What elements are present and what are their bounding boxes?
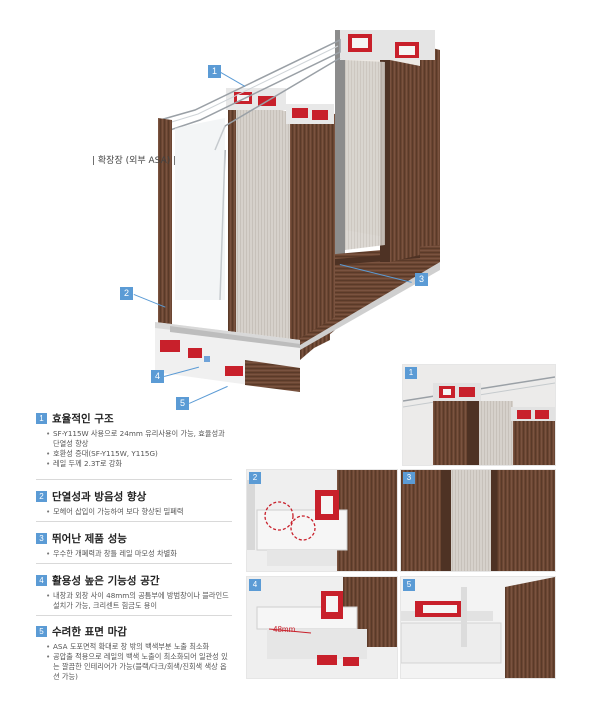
feature-bullet: 공압출 적용으로 레일의 백색 노출이 최소화되어 일관성 있는 깔끔한 인테리… <box>46 652 232 682</box>
callout-2: 2 <box>120 287 133 300</box>
feature-title: 수려한 표면 마감 <box>52 626 127 638</box>
detail-5-illustration <box>401 577 555 678</box>
detail-3-illustration <box>401 470 555 571</box>
feature-title: 뛰어난 제품 성능 <box>52 533 127 545</box>
detail-number: 2 <box>249 472 261 484</box>
feature-bullet: 모헤어 삽입이 가능하여 보다 향상된 밀폐력 <box>46 507 232 517</box>
feature-4: 4 활용성 높은 기능성 공간 내창과 외창 사이 48mm의 공틈부에 방범창… <box>36 573 232 611</box>
detail-panel-5: 5 <box>400 576 556 679</box>
feature-bullet: 내창과 외창 사이 48mm의 공틈부에 방범창이나 블라인드 설치가 가능, … <box>46 591 232 611</box>
detail-panel-4: 4 48mm <box>246 576 398 679</box>
feature-bullet: 호환성 증대(SF-Y115W, Y115G) <box>46 449 232 459</box>
feature-bullet: 레일 두께 2.3T로 강화 <box>46 459 232 469</box>
feature-number: 2 <box>36 491 47 502</box>
callout-1: 1 <box>208 65 221 78</box>
feature-title: 단열성과 방음성 향상 <box>52 491 147 503</box>
feature-number: 1 <box>36 413 47 424</box>
detail-number: 4 <box>249 579 261 591</box>
feature-number: 4 <box>36 575 47 586</box>
detail-panel-3: 3 <box>400 469 556 572</box>
dimension-label: 48mm <box>273 625 296 634</box>
feature-bullet: SF-Y115W 사용으로 24mm 유리사용이 가능, 효율성과 단열성 향상 <box>46 429 232 449</box>
detail-number: 5 <box>403 579 415 591</box>
feature-number: 5 <box>36 626 47 637</box>
detail-number: 3 <box>403 472 415 484</box>
divider <box>36 563 232 564</box>
callout-4: 4 <box>151 370 164 383</box>
feature-1: 1 효율적인 구조 SF-Y115W 사용으로 24mm 유리사용이 가능, 효… <box>36 411 232 469</box>
detail-panel-1: 1 <box>402 364 556 466</box>
feature-2: 2 단열성과 방음성 향상 모헤어 삽입이 가능하여 보다 향상된 밀폐력 <box>36 489 232 517</box>
feature-5: 5 수려한 표면 마감 ASA 도포면적 확대로 창 밖의 백색부분 노출 최소… <box>36 624 232 682</box>
detail-number: 1 <box>405 367 417 379</box>
divider <box>36 615 232 616</box>
detail-panel-2: 2 <box>246 469 398 572</box>
main-window-illustration <box>155 30 440 392</box>
callout-5: 5 <box>176 397 189 410</box>
feature-bullet: ASA 도포면적 확대로 창 밖의 백색부분 노출 최소화 <box>46 642 232 652</box>
feature-number: 3 <box>36 533 47 544</box>
detail-2-illustration <box>247 470 397 571</box>
feature-title: 효율적인 구조 <box>52 413 114 425</box>
callout-3: 3 <box>415 273 428 286</box>
divider <box>36 479 232 480</box>
detail-1-illustration <box>403 365 555 465</box>
feature-title: 활용성 높은 기능성 공간 <box>52 575 160 587</box>
divider <box>36 521 232 522</box>
feature-3: 3 뛰어난 제품 성능 우수한 개폐력과 창틀 레일 마모성 차별화 <box>36 531 232 559</box>
feature-bullet: 우수한 개폐력과 창틀 레일 마모성 차별화 <box>46 549 232 559</box>
detail-4-illustration <box>247 577 397 678</box>
extension-label: | 확장장 (외부 ASA) | <box>92 156 177 166</box>
